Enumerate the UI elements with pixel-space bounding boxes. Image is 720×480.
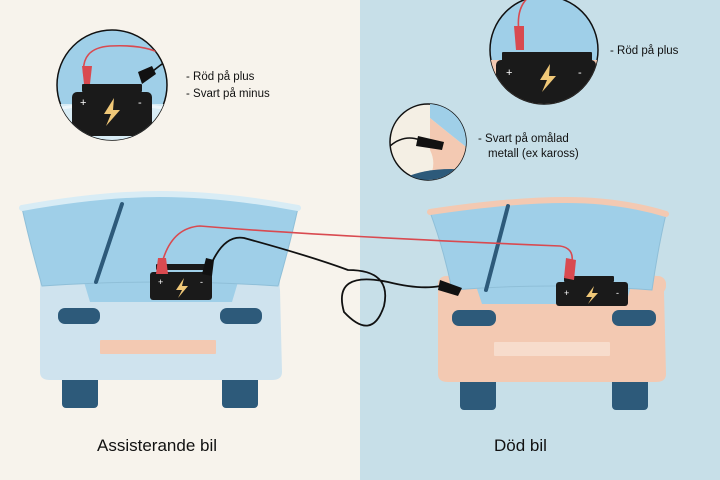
red-clamp-dead-positive <box>564 258 576 280</box>
red-clamp-assist-positive <box>156 258 168 274</box>
red-cable <box>159 225 574 273</box>
dead-car-battery: + - <box>556 276 628 306</box>
svg-text:-: - <box>616 288 619 298</box>
black-clamp-assist-negative <box>202 258 214 276</box>
dead-battery-inset: + - <box>489 0 599 105</box>
dead-car-license-plate <box>494 342 610 356</box>
black-clamp-dead-ground <box>438 280 462 296</box>
assist-car-hood-prop <box>94 202 124 284</box>
dead-black-annotation-line2: metall (ex kaross) <box>488 148 579 160</box>
dead-red-annotation: - Röd på plus <box>610 45 679 57</box>
svg-text:+: + <box>564 288 569 298</box>
svg-text:+: + <box>80 97 86 109</box>
assist-car-hood-edge <box>19 190 301 211</box>
assist-car-headlight-right <box>220 308 262 324</box>
svg-text:-: - <box>200 277 203 287</box>
dead-car-hood-edge <box>427 196 669 217</box>
dead-car-caption: Död bil <box>494 436 547 455</box>
svg-text:+: + <box>506 67 512 79</box>
assist-car-license-plate <box>100 340 216 354</box>
assist-car: + - <box>19 190 301 408</box>
assist-car-caption: Assisterande bil <box>97 436 218 455</box>
dead-car-headlight-right <box>612 310 656 326</box>
svg-text:+: + <box>158 277 163 287</box>
assist-black-annotation: - Svart på minus <box>186 88 270 100</box>
dead-car-hood-prop <box>484 204 510 292</box>
assist-battery-inset: + - <box>56 29 168 141</box>
black-cable <box>207 236 441 327</box>
svg-text:-: - <box>578 67 582 79</box>
svg-text:-: - <box>138 97 142 109</box>
jumper-cables <box>156 225 576 327</box>
dead-car: + - <box>427 196 669 410</box>
assist-car-battery: + - <box>150 264 212 300</box>
dead-black-annotation-line1: - Svart på omålad <box>478 133 569 145</box>
dead-car-headlight-left <box>452 310 496 326</box>
assist-red-annotation: - Röd på plus <box>186 71 255 83</box>
assist-car-headlight-left <box>58 308 100 324</box>
